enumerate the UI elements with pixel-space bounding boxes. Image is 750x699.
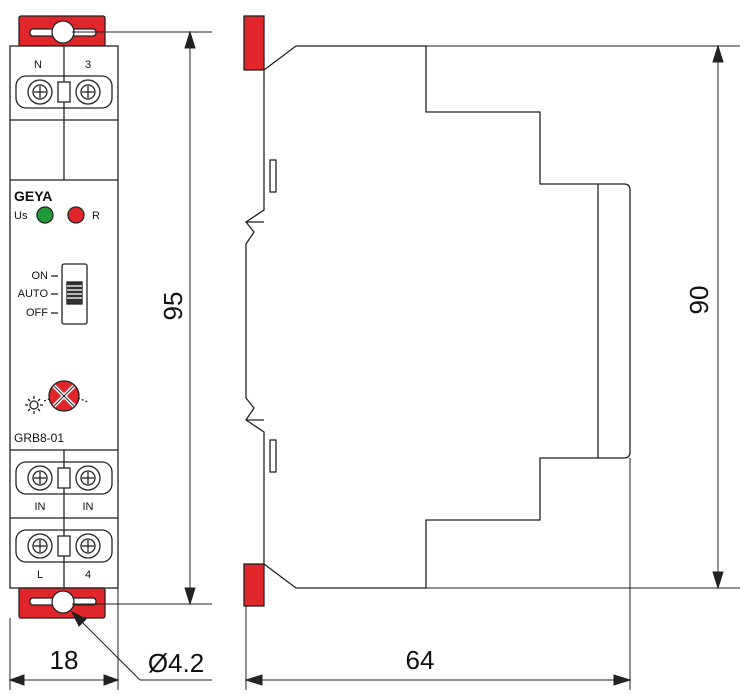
terminal-label-l: L <box>37 569 43 581</box>
front-height-dimension <box>72 30 212 606</box>
led-label-us: Us <box>14 210 28 222</box>
power-led-green <box>36 206 54 224</box>
led-label-r: R <box>92 210 100 222</box>
top-clip-red <box>243 15 265 71</box>
terminal-screw <box>75 533 101 559</box>
terminal-label-4: 4 <box>85 569 91 581</box>
bottom-clip-red <box>243 563 265 607</box>
mode-switch <box>61 263 88 325</box>
height-dimension-label-95: 95 <box>158 292 188 321</box>
switch-label-off: OFF <box>26 307 48 319</box>
bottom-terminal-block-upper <box>15 461 113 495</box>
height-dimension-label-90: 90 <box>684 286 714 315</box>
switch-label-auto: AUTO <box>18 288 49 300</box>
width-dimension-label-18: 18 <box>50 645 79 675</box>
side-profile <box>245 45 631 589</box>
terminal-screw <box>27 465 53 491</box>
front-width-dimension <box>8 588 120 690</box>
terminal-label-in-1: IN <box>35 501 46 513</box>
top-terminal-label-1: N <box>34 59 42 71</box>
brand-logo: GEYA <box>14 188 52 204</box>
top-terminal-block <box>15 75 113 109</box>
adjust-knob-icon <box>48 380 80 412</box>
top-mounting-hole <box>51 20 75 44</box>
relay-led-red <box>67 206 85 224</box>
side-height-dimension <box>296 44 740 590</box>
hole-diameter-label: Ø4.2 <box>148 648 204 678</box>
depth-dimension-label-64: 64 <box>406 645 435 675</box>
top-terminal-label-2: 3 <box>85 59 91 71</box>
terminal-screw <box>75 465 101 491</box>
model-label: GRB8-01 <box>14 431 64 445</box>
hole-diameter-leader <box>70 610 212 681</box>
front-view: N 3 GEYA Us R ON AUTO OFF <box>9 15 119 619</box>
switch-label-on: ON <box>32 270 49 282</box>
sun-icon <box>25 396 43 414</box>
terminal-screw <box>27 533 53 559</box>
terminal-label-in-2: IN <box>83 501 94 513</box>
side-depth-dimension <box>244 458 632 690</box>
terminal-screw <box>75 79 101 105</box>
side-view <box>243 15 631 607</box>
bottom-terminal-block-lower <box>15 529 113 563</box>
terminal-screw <box>27 79 53 105</box>
bottom-mounting-hole <box>51 590 75 614</box>
